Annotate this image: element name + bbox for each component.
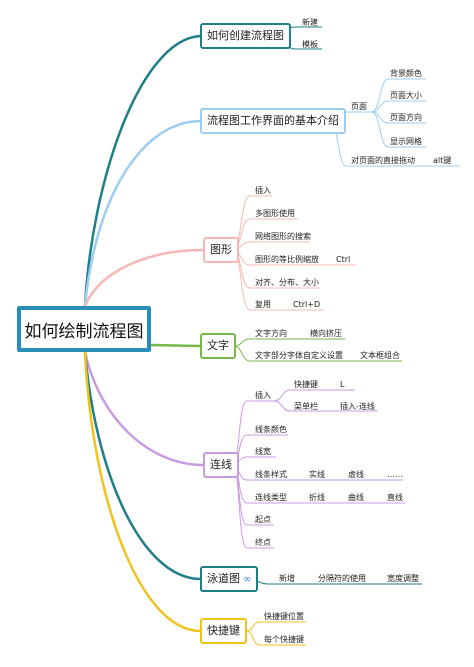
branch-shape[interactable]: 图形 xyxy=(203,237,239,263)
branch-text[interactable]: 文字 xyxy=(200,333,236,359)
leaf-each-hotkey[interactable]: 每个快捷键 xyxy=(264,635,304,644)
leaf-ctrl-d[interactable]: Ctrl+D xyxy=(293,300,321,309)
link-shape xyxy=(83,248,205,308)
leaf-font-custom[interactable]: 文字部分字体自定义设置 xyxy=(255,351,343,360)
link-icon: ∞ xyxy=(243,574,252,585)
leaf-menubar[interactable]: 菜单栏 xyxy=(294,402,318,411)
link-hotkey xyxy=(83,350,202,633)
link-text xyxy=(149,343,202,348)
leaf-shape-search[interactable]: 网络图形的搜索 xyxy=(255,232,311,241)
link-intro xyxy=(83,119,202,308)
leaf-line-type[interactable]: 连线类型 xyxy=(255,493,287,502)
leaf-curve[interactable]: 曲线 xyxy=(348,493,364,502)
leaf-horizontal-squeeze[interactable]: 横向挤压 xyxy=(310,329,342,338)
leaf-page-size[interactable]: 页面大小 xyxy=(390,91,422,100)
leaf-reuse[interactable]: 复用 xyxy=(255,300,271,309)
branch-swimlane[interactable]: 泳道图∞ xyxy=(200,566,259,592)
link-create xyxy=(83,34,202,308)
leaf-insert-connector[interactable]: 插入-连线 xyxy=(340,402,375,411)
leaf-drag-page[interactable]: 对页面的直接拖动 xyxy=(351,156,415,165)
leaf-line-color[interactable]: 线条颜色 xyxy=(255,425,287,434)
leaf-width-adjust[interactable]: 宽度调整 xyxy=(387,574,419,583)
leaf-line-width[interactable]: 线宽 xyxy=(255,447,271,456)
leaf-multi-shape[interactable]: 多图形使用 xyxy=(255,209,295,218)
leaf-straight[interactable]: 直线 xyxy=(387,493,403,502)
leaf-separator[interactable]: 分隔符的使用 xyxy=(318,574,366,583)
branch-connector[interactable]: 连线 xyxy=(203,452,239,478)
link-connector xyxy=(83,350,205,467)
leaf-insert-shape[interactable]: 插入 xyxy=(255,186,271,195)
leaf-align[interactable]: 对齐、分布、大小 xyxy=(255,278,319,287)
leaf-template[interactable]: 模板 xyxy=(302,40,318,49)
leaf-more-styles[interactable]: …… xyxy=(387,470,403,479)
leaf-shortcut[interactable]: 快捷键 xyxy=(294,380,318,389)
leaf-shape-scale[interactable]: 图形的等比例缩放 xyxy=(255,255,319,264)
leaf-ctrl-key[interactable]: Ctrl xyxy=(336,255,351,264)
leaf-alt-key[interactable]: alt键 xyxy=(433,156,452,165)
leaf-page[interactable]: 页面 xyxy=(351,102,367,111)
leaf-start-point[interactable]: 起点 xyxy=(255,515,271,524)
leaf-textbox-group[interactable]: 文本框组合 xyxy=(360,351,400,360)
leaf-hotkey-location[interactable]: 快捷键位置 xyxy=(264,612,304,621)
leaf-polyline[interactable]: 折线 xyxy=(309,493,325,502)
leaf-solid[interactable]: 实线 xyxy=(309,470,325,479)
link-swimlane xyxy=(83,350,202,581)
branch-hotkey[interactable]: 快捷键 xyxy=(200,618,247,644)
leaf-l-key[interactable]: L xyxy=(340,380,345,389)
leaf-add-lane[interactable]: 新增 xyxy=(279,574,295,583)
leaf-dashed[interactable]: 虚线 xyxy=(348,470,364,479)
branch-intro[interactable]: 流程图工作界面的基本介绍 xyxy=(200,108,346,134)
swimlane-label: 泳道图 xyxy=(207,572,240,585)
leaf-new[interactable]: 新建 xyxy=(302,18,318,27)
leaf-insert-line[interactable]: 插入 xyxy=(255,391,271,400)
leaf-page-orientation[interactable]: 页面方向 xyxy=(390,113,422,122)
leaf-end-point[interactable]: 终点 xyxy=(255,538,271,547)
leaf-line-style[interactable]: 线条样式 xyxy=(255,470,287,479)
leaf-text-direction[interactable]: 文字方向 xyxy=(255,329,287,338)
leaf-bg-color[interactable]: 背景颜色 xyxy=(390,69,422,78)
branch-create[interactable]: 如何创建流程图 xyxy=(200,23,291,49)
root-node[interactable]: 如何绘制流程图 xyxy=(17,306,151,352)
leaf-show-grid[interactable]: 显示网格 xyxy=(390,137,422,146)
